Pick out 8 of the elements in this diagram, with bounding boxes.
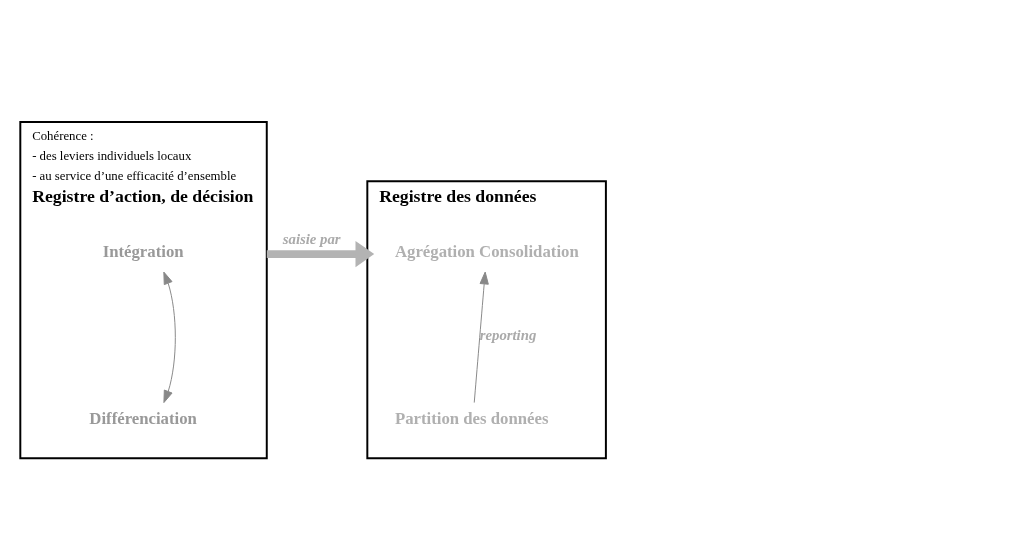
node-text: Partition des données	[394, 408, 549, 428]
node-text: Agrégation Consolidation	[394, 241, 579, 261]
node-text: Différenciation	[89, 408, 197, 428]
node-text: Intégration	[102, 241, 184, 261]
edge-label: saisie par	[282, 230, 341, 247]
arrow	[473, 271, 489, 403]
edge-label: reporting	[479, 326, 537, 343]
arrow	[163, 271, 176, 403]
